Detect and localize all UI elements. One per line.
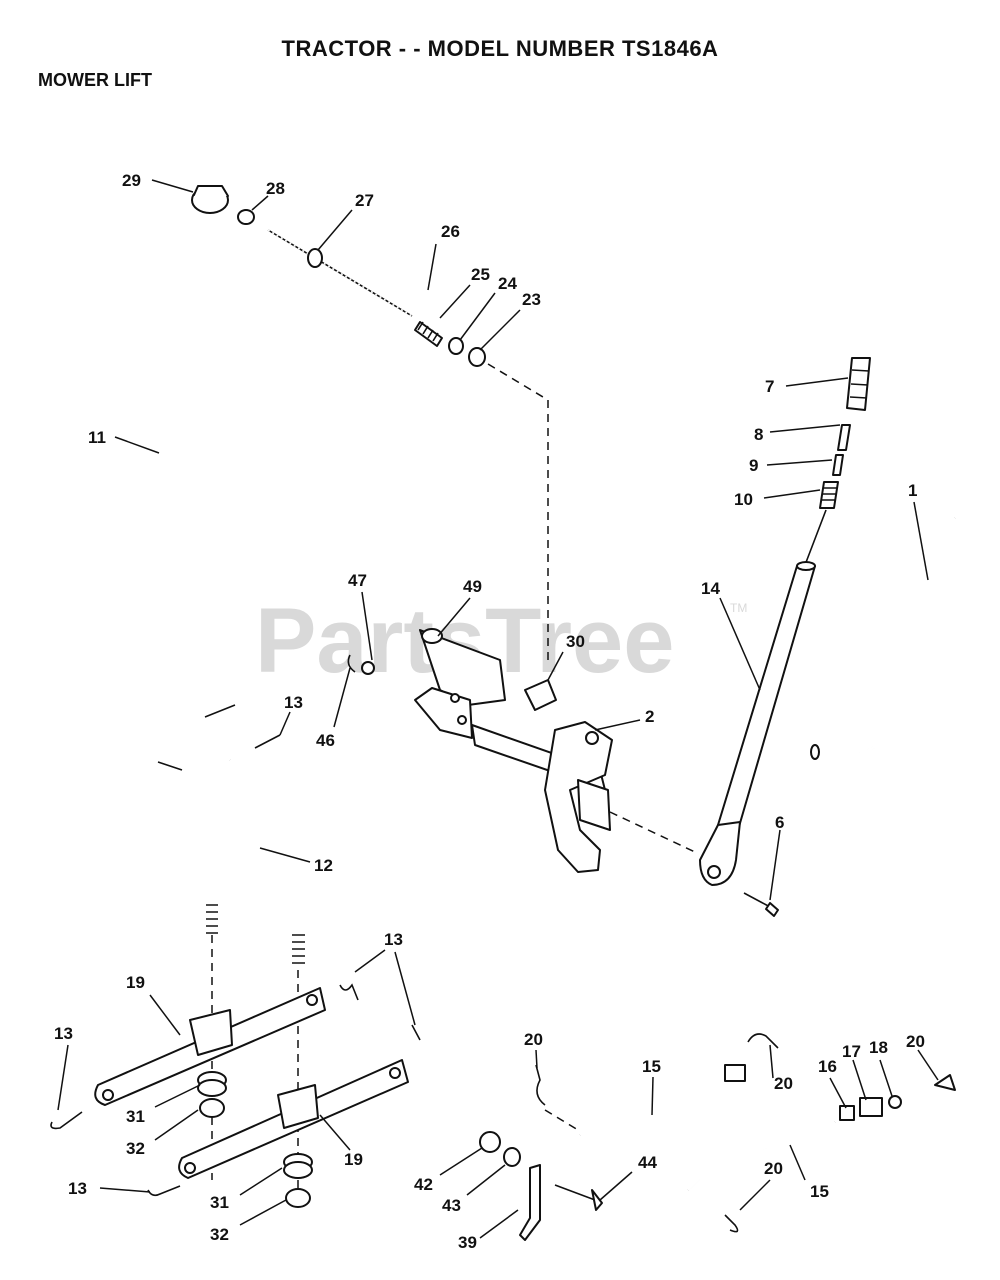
ferrule-part-17 [859,1097,883,1117]
callout-9: 9 [749,456,758,475]
callout-26: 26 [441,222,460,241]
callout-16: 16 [818,1057,837,1076]
clip-part-13c [147,1185,181,1197]
callout-28: 28 [266,179,285,198]
callout-13d: 13 [68,1179,87,1198]
callout-10: 10 [734,490,753,509]
lift-arm-part-19 [94,987,326,1106]
callout-29: 29 [122,171,141,190]
nut-part-23 [468,347,486,367]
callout-20: 20 [524,1030,543,1049]
knob-part-29 [191,185,229,214]
nut-part-18 [888,1095,902,1109]
callout-7: 7 [765,377,774,396]
spring-part-31b [283,1153,313,1179]
nut-part-32b [285,1188,311,1208]
spring-part-10 [819,481,839,509]
rod-part-15b [687,1120,836,1191]
lift-rod-part-1 [810,517,957,760]
callout-32b: 32 [210,1225,229,1244]
bushing-part-30 [524,679,557,711]
callout-19b: 19 [344,1150,363,1169]
callout-13: 13 [284,693,303,712]
callout-14: 14 [701,579,720,598]
callout-44: 44 [638,1153,657,1172]
callout-43: 43 [442,1196,461,1215]
bolt-part-6 [743,892,779,917]
lift-arm-part-19b [178,1059,409,1179]
bracket-part-39 [519,1164,541,1241]
callout-20b: 20 [774,1074,793,1093]
callout-15: 15 [642,1057,661,1076]
callout-49: 49 [463,577,482,596]
callout-46: 46 [316,731,335,750]
handle-part-14 [699,561,816,886]
washer-part-47 [361,661,375,675]
callout-20d: 20 [764,1159,783,1178]
callout-31b: 31 [210,1193,229,1212]
washer-part-28 [237,209,255,225]
clip-part-13d [339,983,421,1041]
link-part-12 [228,758,305,966]
callout-20c: 20 [906,1032,925,1051]
watermark-tm: TM [730,601,747,615]
pin-part-46 [347,654,356,673]
bracket-part-49 [419,628,506,706]
callout-24: 24 [498,274,517,293]
shaft-line [609,811,696,853]
callout-31: 31 [126,1107,145,1126]
block-part-16 [839,1105,855,1121]
threaded-rod-part-27 [267,229,413,317]
callout-1: 1 [908,481,917,500]
bolt-part-44 [554,1184,603,1211]
pin-part-20d [724,1214,739,1233]
rod-part-15 [579,1064,746,1137]
callout-23: 23 [522,290,541,309]
spring-part-25 [414,321,443,347]
washer-part-24 [448,337,464,355]
rod-line [544,1109,579,1131]
clip-part-13 [204,704,281,749]
spacer-part-8 [837,424,851,451]
spacer-part-9 [832,454,844,476]
callout-12: 12 [314,856,333,875]
link-part-11 [157,761,218,934]
callout-47: 47 [348,571,367,590]
callout-42: 42 [414,1175,433,1194]
page-title: TRACTOR - - MODEL NUMBER TS1846A [281,36,719,61]
callout-8: 8 [754,425,763,444]
callout-6: 6 [775,813,784,832]
callout-27: 27 [355,191,374,210]
pin-part-20c [934,1074,956,1091]
callout-13c: 13 [54,1024,73,1043]
leader-lines [57,179,939,1239]
callout-19: 19 [126,973,145,992]
callout-25: 25 [471,265,490,284]
grip-part-7 [846,357,871,411]
clip-part-13b [50,1111,83,1130]
callout-39: 39 [458,1233,477,1252]
washer-part-43 [503,1147,521,1167]
spring-part-31 [197,1071,227,1097]
pin-part-20 [535,1064,546,1106]
nut-part-32 [199,1098,225,1118]
pin-part-20b [747,1033,779,1049]
callout-2: 2 [645,707,654,726]
lift-shaft-part-2 [414,687,613,873]
callout-13b: 13 [384,930,403,949]
callout-32: 32 [126,1139,145,1158]
callout-15b: 15 [810,1182,829,1201]
section-title: MOWER LIFT [38,70,152,90]
callout-17: 17 [842,1042,861,1061]
callout-30: 30 [566,632,585,651]
callout-11-visible: 11 [88,428,106,447]
callout-18: 18 [869,1038,888,1057]
bushing-part-42 [479,1131,501,1153]
